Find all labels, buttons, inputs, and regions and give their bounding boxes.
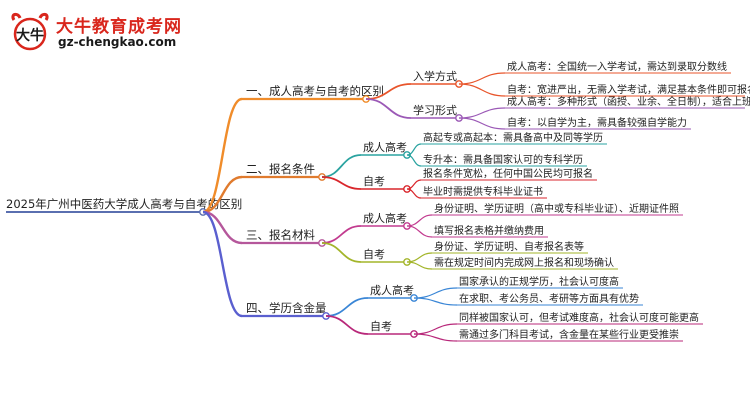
leaf-node-3-1-2[interactable]: 填写报名表格并缴纳费用 bbox=[434, 224, 544, 237]
child-node-4-2[interactable]: 自考 bbox=[370, 320, 392, 333]
bull-logo-icon: 大牛 bbox=[11, 12, 49, 51]
child-connector bbox=[365, 98, 412, 119]
leaf-node-1-1-2[interactable]: 自考：宽进严出，无需入学考试，满足基本条件即可报名 bbox=[507, 83, 750, 96]
branch-connector bbox=[202, 175, 243, 214]
leaf-node-4-1-2[interactable]: 在求职、考公务员、考研等方面具有优势 bbox=[459, 292, 639, 305]
child-node-3-1[interactable]: 成人高考 bbox=[363, 211, 407, 225]
leaf-connector bbox=[413, 297, 458, 306]
leaf-node-1-2-1[interactable]: 成人高考：多种形式（函授、业余、全日制），适合上班族 bbox=[507, 95, 750, 108]
root-node-label[interactable]: 2025年广州中医药大学成人高考与自考的区别 bbox=[6, 197, 242, 211]
child-connector bbox=[325, 297, 369, 317]
leaf-node-2-2-2[interactable]: 毕业时需提供专科毕业证书 bbox=[423, 185, 543, 198]
child-connector bbox=[321, 242, 362, 263]
leaf-connector bbox=[406, 214, 433, 227]
leaf-connector bbox=[406, 188, 422, 199]
child-connector bbox=[321, 154, 362, 178]
leaf-node-2-1-2[interactable]: 专升本：需具备国家认可的专科学历 bbox=[423, 153, 583, 166]
leaf-node-3-1-1[interactable]: 身份证明、学历证明（高中或专科毕业证）、近期证件照 bbox=[434, 202, 679, 215]
child-node-3-2[interactable]: 自考 bbox=[363, 248, 385, 261]
leaf-connector bbox=[458, 117, 506, 130]
branch-connector bbox=[202, 97, 243, 214]
svg-text:大牛: 大牛 bbox=[16, 27, 44, 44]
leaf-node-2-1-1[interactable]: 高起专或高起本：需具备高中及同等学历 bbox=[423, 131, 603, 144]
leaf-connector bbox=[413, 333, 458, 342]
brand-url: gz-chengkao.com bbox=[58, 35, 177, 49]
leaf-node-3-2-2[interactable]: 需在规定时间内完成网上报名和现场确认 bbox=[434, 256, 614, 269]
leaf-node-4-1-1[interactable]: 国家承认的正规学历，社会认可度高 bbox=[459, 275, 619, 288]
leaf-connector bbox=[406, 261, 433, 270]
leaf-connector bbox=[406, 252, 433, 263]
child-node-2-1[interactable]: 成人高考 bbox=[363, 140, 407, 154]
leaf-node-4-2-2[interactable]: 需通过多门科目考试，含金量在某些行业更受推崇 bbox=[459, 328, 679, 341]
leaf-node-1-1-1[interactable]: 成人高考：全国统一入学考试，需达到录取分数线 bbox=[507, 60, 727, 73]
leaf-connector bbox=[458, 107, 506, 119]
child-connector bbox=[321, 176, 362, 190]
child-node-1-1[interactable]: 入学方式 bbox=[413, 69, 457, 83]
child-node-2-2[interactable]: 自考 bbox=[363, 175, 385, 188]
leaf-connector bbox=[413, 323, 458, 335]
child-node-1-2[interactable]: 学习形式 bbox=[413, 103, 457, 117]
branch-connector bbox=[202, 210, 243, 318]
leaf-connector bbox=[413, 287, 458, 299]
site-logo[interactable]: 大牛 大牛教育成考网 gz-chengkao.com bbox=[8, 10, 218, 56]
branch-node-3[interactable]: 三、报名材料 bbox=[246, 228, 315, 242]
leaf-node-2-2-1[interactable]: 报名条件宽松，任何中国公民均可报名 bbox=[423, 167, 593, 180]
leaf-connector bbox=[458, 83, 506, 97]
leaf-connector bbox=[406, 225, 433, 238]
brand-title: 大牛教育成考网 bbox=[56, 17, 182, 37]
leaf-node-1-2-2[interactable]: 自考：以自学为主，需具备较强自学能力 bbox=[507, 116, 687, 129]
branch-node-4[interactable]: 四、学历含金量 bbox=[246, 301, 327, 315]
leaf-node-3-2-1[interactable]: 身份证、学历证明、自考报名表等 bbox=[434, 240, 584, 253]
child-node-4-1[interactable]: 成人高考 bbox=[370, 283, 414, 297]
leaf-connector bbox=[458, 72, 506, 85]
leaf-connector bbox=[406, 154, 422, 167]
child-connector bbox=[321, 225, 362, 244]
branch-node-1[interactable]: 一、成人高考与自考的区别 bbox=[246, 84, 384, 98]
leaf-node-4-2-1[interactable]: 同样被国家认可，但考试难度高，社会认可度可能更高 bbox=[459, 311, 699, 324]
branch-node-2[interactable]: 二、报名条件 bbox=[246, 162, 315, 176]
child-connector bbox=[325, 315, 369, 335]
